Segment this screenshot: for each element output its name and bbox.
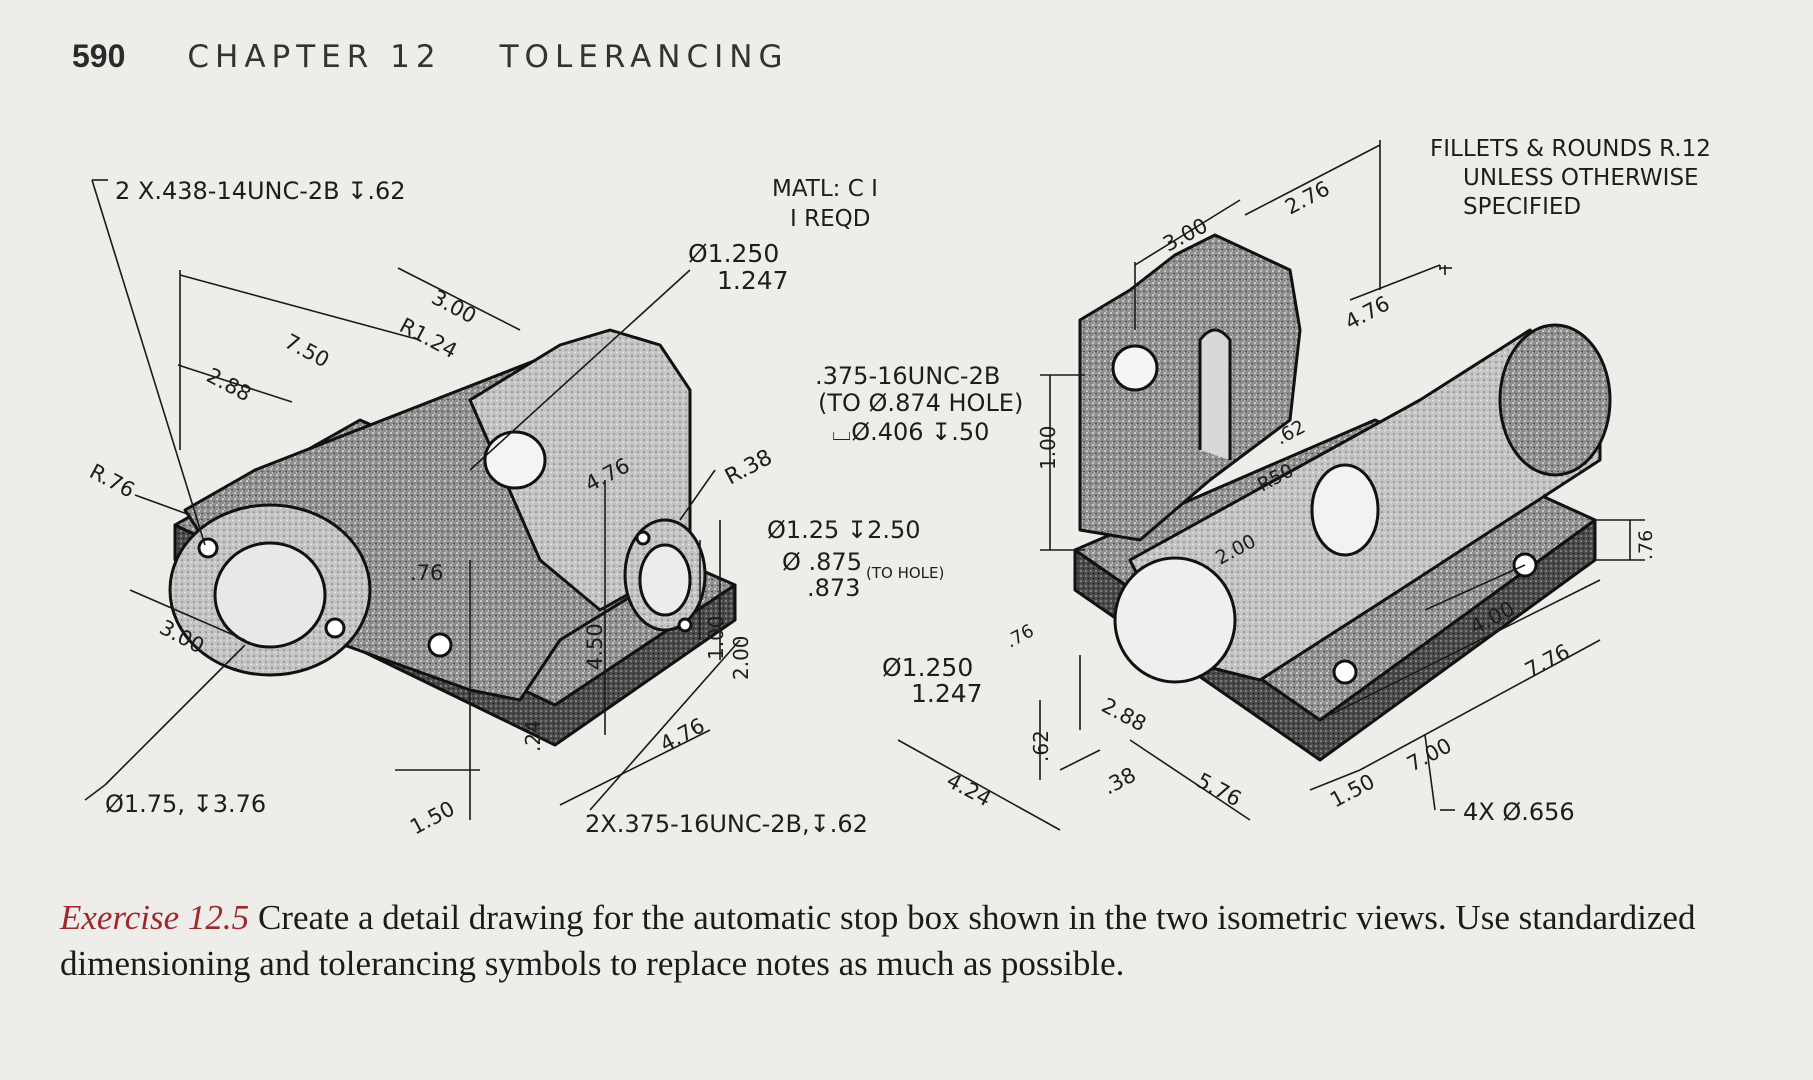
mid-dia-873: .873	[807, 574, 860, 602]
mid-thread-line3: ⌴Ø.406 ↧.50	[832, 418, 989, 446]
left-base-bolt-hole	[427, 632, 453, 658]
exercise-text: Create a detail drawing for the automati…	[60, 898, 1696, 983]
right-fillets-line2: UNLESS OTHERWISE	[1463, 165, 1699, 191]
right-holes-note: 4X Ø.656	[1463, 798, 1575, 826]
left-isometric-part	[168, 328, 737, 747]
left-dim-76: .76	[410, 561, 443, 585]
chapter-title: TOLERANCING	[499, 39, 789, 75]
isometric-drawing-figure: 2 X.438-14UNC-2B ↧.62 MATL: C I I REQD Ø…	[84, 136, 1711, 839]
left-material-note: MATL: C I	[772, 176, 878, 202]
right-dim-1-50: 1.50	[1326, 769, 1379, 812]
mid-thread-line2: (TO Ø.874 HOLE)	[818, 389, 1023, 417]
right-yoke-hole	[1111, 344, 1159, 392]
left-dim-2-00: 2.00	[729, 635, 753, 680]
right-dim-5-76: 5.76	[1193, 768, 1246, 811]
chapter-label: CHAPTER 12	[187, 39, 442, 75]
right-fillets-line3: SPECIFIED	[1463, 194, 1581, 220]
mid-dia-875: Ø .875	[782, 548, 862, 576]
right-yoke-slot	[1198, 328, 1232, 460]
left-dimension-lines	[84, 179, 741, 820]
mid-hole-depth: Ø1.25 ↧2.50	[767, 516, 921, 544]
page-number: 590	[72, 38, 126, 74]
mid-to-hole: (TO HOLE)	[866, 564, 944, 582]
right-dim-1-00: 1.00	[1036, 425, 1060, 470]
mid-thread-line1: .375-16UNC-2B	[815, 362, 1000, 390]
left-end-hole-2	[677, 617, 693, 633]
left-flange-hole-2	[324, 617, 346, 639]
left-dim-1-00: 1.00	[704, 615, 728, 660]
right-base-hole-1	[1332, 659, 1358, 685]
right-dim-38: .38	[1099, 763, 1140, 800]
right-dim-7-76: 7.76	[1521, 639, 1574, 682]
left-dim-r1-24: R1.24	[396, 313, 461, 363]
left-dia-lower: 1.247	[717, 266, 789, 295]
mid-dia2-upper: Ø1.250	[882, 653, 973, 682]
left-dia-upper: Ø1.250	[688, 239, 779, 268]
right-mid-boss	[1310, 463, 1380, 557]
right-dim-4-24: 4.24	[943, 768, 996, 811]
right-dim-76-small: .76	[1002, 620, 1037, 652]
left-dim-r-76: R.76	[86, 459, 139, 502]
mid-dia2-lower: 1.247	[911, 679, 983, 708]
left-bore-note: Ø1.75, ↧3.76	[105, 790, 266, 818]
right-dim-2-88: 2.88	[1098, 693, 1151, 736]
left-dim-4-76-bottom: 4.76	[656, 713, 709, 756]
left-tapped-holes-note: 2X.375-16UNC-2B,↧.62	[585, 810, 868, 838]
left-dim-3-00-top: 3.00	[428, 285, 481, 328]
left-dim-4-50: 4.50	[583, 623, 607, 670]
left-top-hole	[483, 430, 547, 490]
left-dim-24: .24	[521, 720, 545, 752]
left-dim-2-88: 2.88	[203, 363, 256, 406]
right-isometric-part	[1073, 233, 1612, 762]
left-dim-1-50: 1.50	[406, 796, 459, 839]
page-header: 590 CHAPTER 12 TOLERANCING	[72, 38, 789, 75]
exercise-label: Exercise 12.5	[60, 898, 250, 937]
exercise-caption: Exercise 12.5 Create a detail drawing fo…	[60, 895, 1780, 987]
right-dimension-lines	[897, 140, 1645, 831]
left-dim-7-50: 7.50	[281, 329, 334, 372]
left-thread-note: 2 X.438-14UNC-2B ↧.62	[115, 177, 406, 205]
right-dim-76-right: .76	[1635, 530, 1657, 560]
left-quantity-note: I REQD	[790, 206, 870, 232]
left-front-bore	[213, 541, 327, 649]
left-dim-r-38: R.38	[721, 445, 776, 490]
right-fillets-line1: FILLETS & ROUNDS R.12	[1430, 136, 1711, 162]
right-dim-4-76: 4.76	[1341, 291, 1394, 334]
right-rear-boss	[1498, 323, 1612, 477]
left-end-hole-1	[635, 530, 651, 546]
left-end-bore	[638, 543, 692, 617]
right-front-bore	[1113, 556, 1237, 684]
left-flange-hole-1	[197, 537, 219, 559]
right-dim-62-vert: .62	[1029, 730, 1053, 762]
